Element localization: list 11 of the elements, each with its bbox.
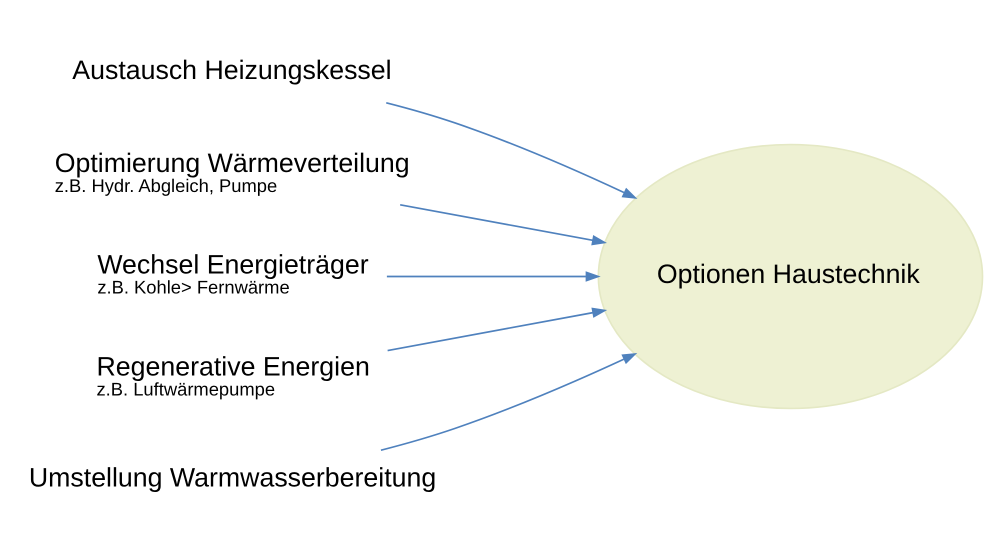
- node-text: Regenerative Energien z.B. Luftwärmepumpe: [96, 352, 370, 400]
- node-ellipse: Optionen Haustechnik: [598, 144, 984, 410]
- arrow: [386, 102, 638, 199]
- arrow: [380, 352, 638, 451]
- arrow: [387, 308, 608, 352]
- node-text: Optimierung Wärmeverteilung z.B. Hydr. Abgleich, Pumpe: [54, 148, 410, 196]
- node-text: Umstellung Warmwasserbereitung: [28, 462, 436, 493]
- node-text: Austausch Heizungskessel: [72, 55, 392, 86]
- arrow: [400, 204, 607, 246]
- arrow: [386, 271, 601, 282]
- node-text: Wechsel Energieträger z.B. Kohle> Fernwärme: [97, 250, 369, 298]
